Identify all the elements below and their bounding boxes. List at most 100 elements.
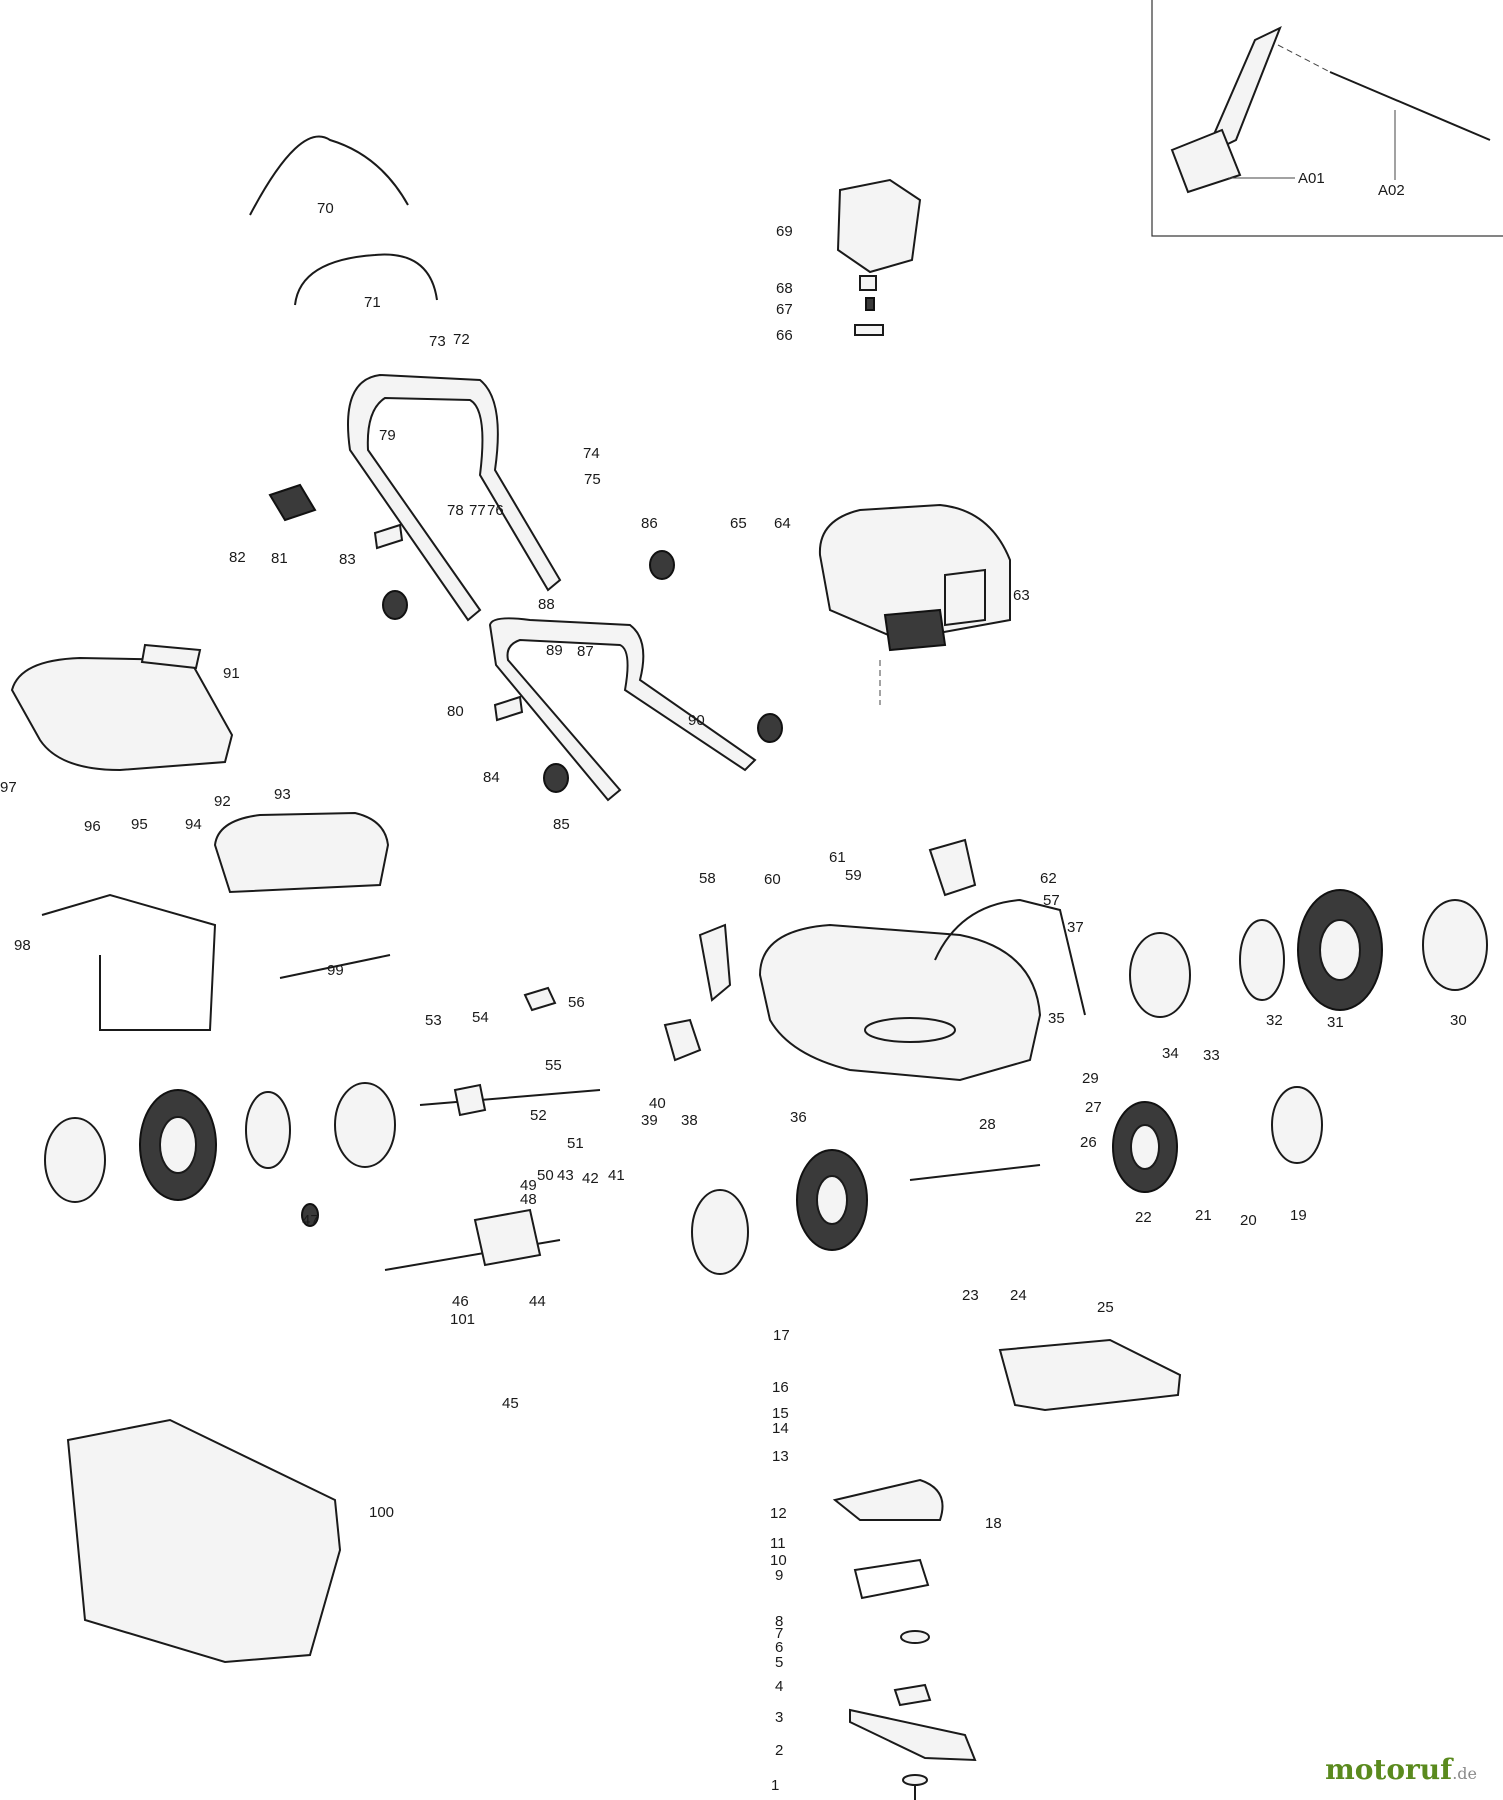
pulley-8 (900, 1630, 930, 1644)
gear-ring-32-right (1239, 919, 1285, 1001)
deck-opening (864, 1017, 956, 1043)
wheel-disk-34-left (334, 1082, 396, 1168)
handle-56 (523, 986, 557, 1012)
callout-88: 88 (538, 596, 555, 613)
callout-59: 59 (845, 867, 862, 884)
callout-50: 50 (537, 1167, 554, 1184)
callout-65: 65 (730, 515, 747, 532)
callout-10: 10 (770, 1552, 787, 1569)
callout-44: 44 (529, 1293, 546, 1310)
callout-13: 13 (772, 1448, 789, 1465)
callout-39: 39 (641, 1112, 658, 1129)
callout-48: 48 (520, 1191, 537, 1208)
blade-stack (832, 1478, 977, 1800)
axle-52 (419, 1089, 601, 1106)
callout-3: 3 (775, 1709, 783, 1726)
callout-30: 30 (1450, 1012, 1467, 1029)
hubcap-19-front-right (1271, 1086, 1323, 1164)
callout-38: 38 (681, 1112, 698, 1129)
label-a02: A02 (1378, 182, 1405, 199)
wheel-disk-34-right (1129, 932, 1191, 1018)
callout-86: 86 (641, 515, 658, 532)
callout-41: 41 (608, 1167, 625, 1184)
callout-16: 16 (772, 1379, 789, 1396)
lower-handle-89 (488, 617, 757, 802)
blade-adapter-12 (832, 1478, 944, 1521)
callout-97: 97 (0, 779, 17, 796)
lever-54 (453, 1083, 487, 1117)
grassbox-assembly (10, 643, 391, 1664)
upper-handle-73 (347, 373, 562, 622)
callout-91: 91 (223, 665, 240, 682)
frame-94 (41, 893, 217, 1031)
bracket-62 (928, 838, 977, 897)
callout-40: 40 (649, 1095, 666, 1112)
callout-36: 36 (790, 1109, 807, 1126)
callout-95: 95 (131, 816, 148, 833)
callout-54: 54 (472, 1009, 489, 1026)
callout-15: 15 (772, 1405, 789, 1422)
blade-holder-4 (893, 1683, 932, 1707)
callout-66: 66 (776, 327, 793, 344)
callout-77: 77 (469, 502, 486, 519)
callout-27: 27 (1085, 1099, 1102, 1116)
callout-4: 4 (775, 1678, 783, 1695)
callout-76: 76 (487, 502, 504, 519)
callout-98: 98 (14, 937, 31, 954)
callout-42: 42 (582, 1170, 599, 1187)
grass-bag-100 (66, 1418, 342, 1664)
handle-bar-35 (934, 898, 1086, 1016)
brand-name: motoruf (1325, 1753, 1453, 1786)
callout-53: 53 (425, 1012, 442, 1029)
callout-22: 22 (1135, 1209, 1152, 1226)
callout-73: 73 (429, 333, 446, 350)
callout-75: 75 (584, 471, 601, 488)
callout-34: 34 (1162, 1045, 1179, 1062)
callout-89: 89 (546, 642, 563, 659)
clip-80-upper (373, 523, 404, 550)
label-a01: A01 (1298, 170, 1325, 187)
callout-20: 20 (1240, 1212, 1257, 1229)
callout-31: 31 (1327, 1014, 1344, 1031)
callout-19: 19 (1290, 1207, 1307, 1224)
blade-3 (849, 1708, 977, 1762)
callout-2: 2 (775, 1742, 783, 1759)
callout-12: 12 (770, 1505, 787, 1522)
callout-18: 18 (985, 1515, 1002, 1532)
rear-flap-25 (998, 1338, 1182, 1412)
callout-45: 45 (502, 1395, 519, 1412)
callout-25: 25 (1097, 1299, 1114, 1316)
cover-93 (213, 811, 390, 894)
drive-shaft-assembly (384, 986, 601, 1271)
callout-61: 61 (829, 849, 846, 866)
callout-55: 55 (545, 1057, 562, 1074)
callout-87: 87 (577, 643, 594, 660)
callout-101: 101 (450, 1311, 475, 1328)
callout-56: 56 (568, 994, 585, 1011)
brand-suffix: .de (1452, 1764, 1477, 1783)
callout-83: 83 (339, 551, 356, 568)
callout-72: 72 (453, 331, 470, 348)
deck-assembly (663, 838, 1086, 1082)
callout-28: 28 (979, 1116, 996, 1133)
callout-63: 63 (1013, 587, 1030, 604)
callout-1: 1 (771, 1777, 779, 1794)
callout-71: 71 (364, 294, 381, 311)
callout-84: 84 (483, 769, 500, 786)
callout-62: 62 (1040, 870, 1057, 887)
brand-watermark: motoruf.de (1325, 1753, 1477, 1786)
inset-tool-diagram: A01 A02 (1151, 0, 1503, 237)
flap-38 (663, 1018, 702, 1062)
callout-49: 49 (520, 1177, 537, 1194)
belt-9 (853, 1558, 930, 1600)
tool-rod (1329, 71, 1491, 141)
callout-58: 58 (699, 870, 716, 887)
knob-85-lower (543, 763, 569, 793)
callout-90: 90 (688, 712, 705, 729)
callout-7: 7 (775, 1625, 783, 1642)
callout-78: 78 (447, 502, 464, 519)
callout-60: 60 (764, 871, 781, 888)
callout-82: 82 (229, 549, 246, 566)
